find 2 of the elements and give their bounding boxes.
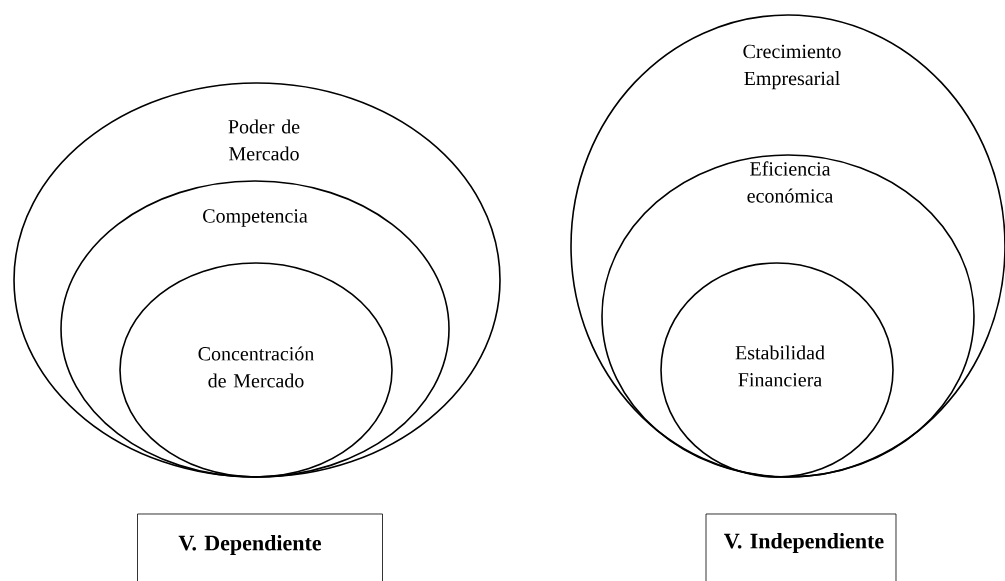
variable-box: V. Dependiente	[137, 513, 383, 581]
variable-box: V. Independiente	[705, 513, 897, 581]
